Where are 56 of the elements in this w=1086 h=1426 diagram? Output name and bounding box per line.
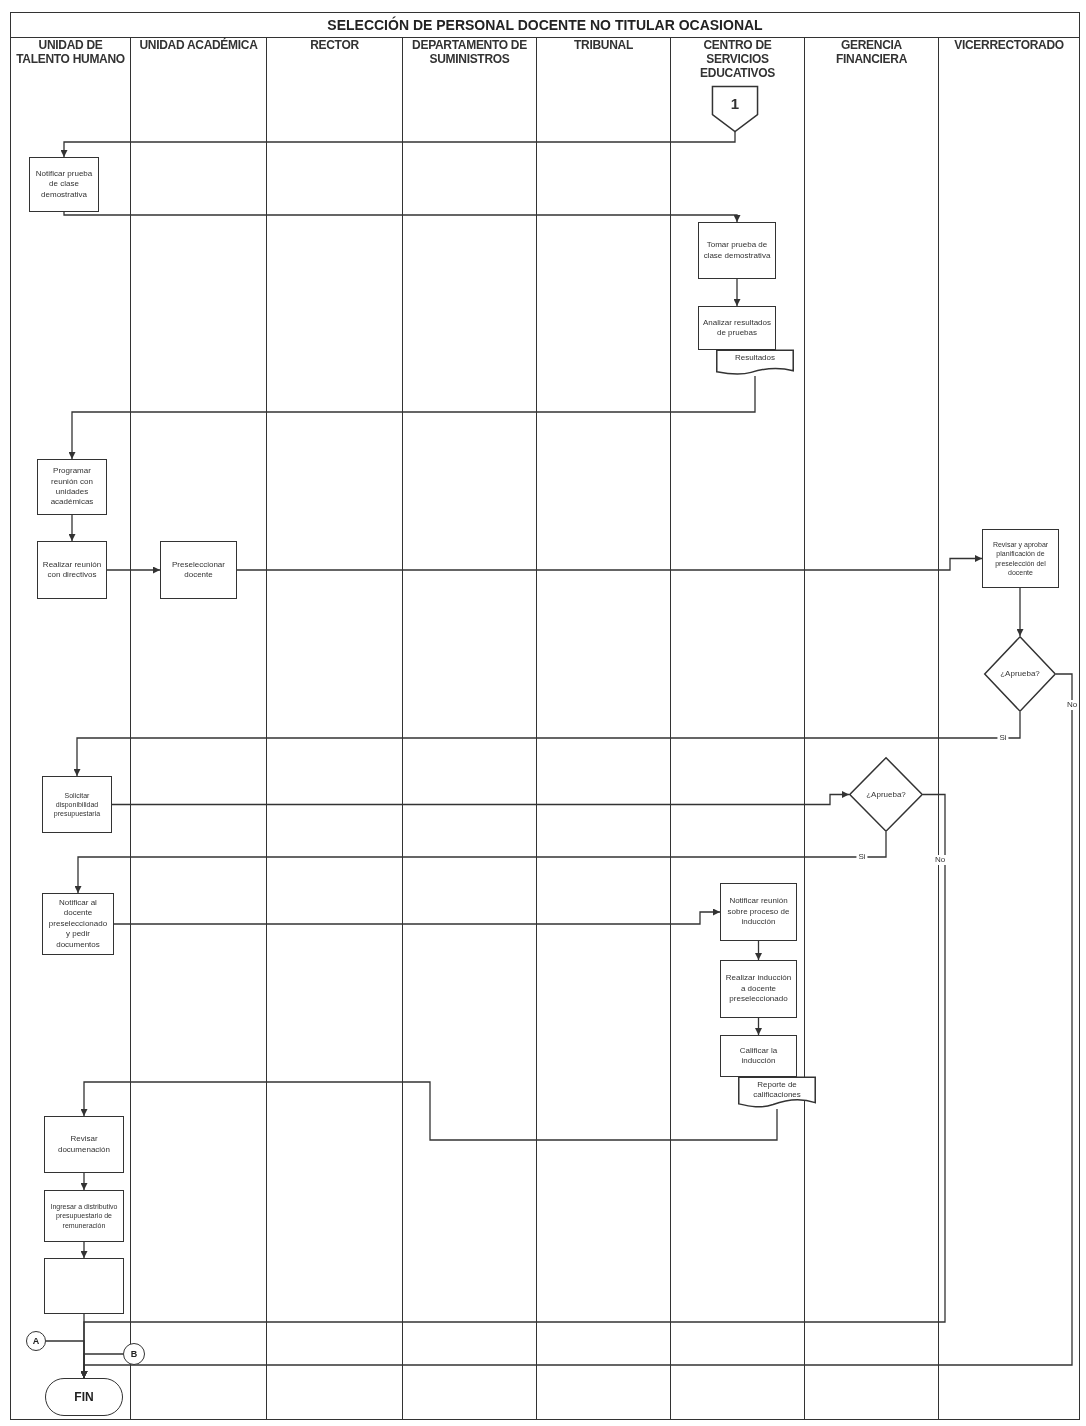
process-box: Programar reunión con unidades académicas (37, 459, 107, 515)
arrow (755, 1017, 762, 1036)
arrow (1016, 587, 1024, 637)
arrow (80, 1353, 124, 1379)
diagram-title: SELECCIÓN DE PERSONAL DOCENTE NO TITULAR OCASIONAL (10, 12, 1080, 37)
process-box: Analizar resultados de pruebas (698, 306, 776, 350)
document-label: Resultados (734, 352, 776, 363)
process-box: Notificar reunión sobre proceso de inducción (720, 883, 797, 941)
decision-label: ¿Aprueba? (999, 669, 1041, 679)
process-box: Preseleccionar docente (160, 541, 237, 599)
end-terminator: FIN (45, 1378, 123, 1416)
arrow (73, 711, 1021, 777)
arrow (60, 131, 736, 158)
process-box: Calificar la inducción (720, 1035, 797, 1077)
connector-number: 1 (729, 94, 741, 114)
decision-diamond (849, 757, 923, 832)
lane-header: DEPARTAMENTO DE SUMINISTROS (411, 38, 528, 66)
connector-circle: A (26, 1331, 46, 1351)
lane-header: UNIDAD ACADÉMICA (138, 38, 259, 52)
arrow (74, 831, 887, 894)
edge-label: No (1064, 700, 1080, 710)
connector-circle: B (123, 1343, 145, 1365)
arrow (63, 211, 741, 223)
process-box: Notificar prueba de clase demostrativa (29, 157, 99, 212)
lane-header: CENTRO DE SERVICIOS EDUCATIVOS (699, 38, 776, 80)
process-box: Revisar documenación (44, 1116, 124, 1173)
document-label: Reporte de calificaciones (752, 1079, 802, 1100)
arrow (236, 555, 983, 571)
lane-header: VICERRECTORADO (953, 38, 1065, 52)
lane-header: GERENCIA FINANCIERA (835, 38, 908, 66)
process-box: Realizar reunión con directivos (37, 541, 107, 599)
arrow (113, 908, 721, 925)
offpage-connector (712, 86, 758, 132)
arrow (68, 375, 756, 460)
arrow (106, 566, 161, 574)
process-box: Realizar inducción a docente preseleccionado (720, 960, 797, 1018)
arrow (755, 940, 762, 961)
lane-header: TRIBUNAL (573, 38, 634, 52)
edge-label: No (932, 855, 948, 865)
document-shape (738, 1077, 816, 1109)
arrow (80, 1241, 88, 1259)
lane-header: UNIDAD DE TALENTO HUMANO (15, 38, 126, 66)
lane-header: RECTOR (309, 38, 360, 52)
decision-label: ¿Aprueba? (865, 789, 907, 800)
edge-label: Si (856, 852, 868, 862)
arrow (733, 278, 741, 307)
arrow (80, 1081, 778, 1141)
process-box: Tomar prueba de clase demostrativa (698, 222, 776, 279)
edge-label: Si (997, 733, 1009, 743)
process-box: Notificar al docente preseleccionado y pedir documentos (42, 893, 114, 955)
decision-diamond (984, 636, 1056, 712)
arrow (111, 791, 850, 806)
empty-process-box (44, 1258, 124, 1314)
arrow (80, 1172, 88, 1191)
document-shape (716, 350, 794, 376)
arrow (68, 514, 76, 542)
